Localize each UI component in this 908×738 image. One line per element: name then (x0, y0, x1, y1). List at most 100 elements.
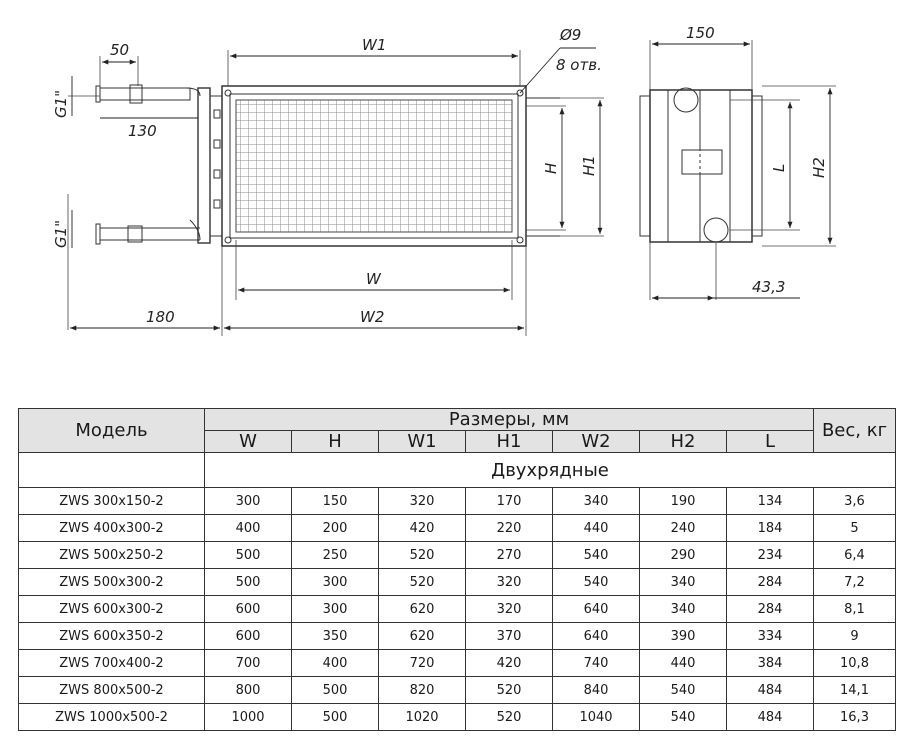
dimension-cell: 540 (639, 676, 727, 704)
dimension-cell: 220 (465, 514, 553, 542)
label-h1: H1 (580, 155, 598, 176)
col-header: H2 (639, 430, 727, 453)
label-l: L (770, 164, 788, 172)
label-w2: W2 (360, 308, 384, 326)
weight-cell: 14,1 (813, 676, 896, 704)
dimension-cell: 1040 (552, 703, 640, 731)
dimension-cell: 540 (552, 568, 640, 596)
dimension-cell: 400 (291, 649, 379, 677)
side-top-pipe (673, 87, 699, 113)
label-h2: H2 (810, 157, 828, 178)
dimension-cell: 170 (465, 487, 553, 515)
dimension-cell: 500 (291, 676, 379, 704)
dimension-cell: 234 (726, 541, 814, 569)
dimension-cell: 420 (378, 514, 466, 542)
dimension-cell: 720 (378, 649, 466, 677)
col-header: W (204, 430, 292, 453)
front-view (67, 47, 604, 336)
dimension-cell: 640 (552, 595, 640, 623)
model-cell: ZWS 500x250-2 (18, 541, 205, 569)
dimension-cell: 340 (639, 595, 727, 623)
model-cell: ZWS 500x300-2 (18, 568, 205, 596)
col-header: W1 (378, 430, 466, 453)
dimension-cell: 190 (639, 487, 727, 515)
weight-cell: 7,2 (813, 568, 896, 596)
dimension-cell: 520 (378, 541, 466, 569)
label-150: 150 (686, 24, 715, 42)
label-hole-count: 8 отв. (556, 56, 602, 74)
weight-cell: 9 (813, 622, 896, 650)
label-50: 50 (110, 41, 129, 59)
label-h: H (542, 163, 560, 174)
label-g1-bottom: G1" (52, 220, 70, 248)
fin-grid (235, 99, 513, 233)
dimension-cell: 620 (378, 595, 466, 623)
model-cell: ZWS 700x400-2 (18, 649, 205, 677)
dimension-cell: 400 (204, 514, 292, 542)
dimension-cell: 300 (204, 487, 292, 515)
dimension-cell: 270 (465, 541, 553, 569)
model-cell: ZWS 600x350-2 (18, 622, 205, 650)
dimension-cell: 700 (204, 649, 292, 677)
dimension-cell: 1000 (204, 703, 292, 731)
dimension-cell: 134 (726, 487, 814, 515)
model-cell: ZWS 400x300-2 (18, 514, 205, 542)
mount-hole (224, 89, 232, 97)
bottom-pipe (100, 227, 200, 241)
dimension-cell: 370 (465, 622, 553, 650)
header-weight: Вес, кг (813, 408, 896, 453)
weight-cell: 5 (813, 514, 896, 542)
dimension-cell: 500 (204, 541, 292, 569)
weight-cell: 3,6 (813, 487, 896, 515)
dimension-cell: 500 (204, 568, 292, 596)
dimension-cell: 440 (639, 649, 727, 677)
label-130: 130 (128, 122, 157, 140)
dimension-cell: 484 (726, 703, 814, 731)
dimension-cell: 620 (378, 622, 466, 650)
dimension-cell: 1020 (378, 703, 466, 731)
dimension-cell: 320 (378, 487, 466, 515)
model-cell: ZWS 1000x500-2 (18, 703, 205, 731)
col-header: H1 (465, 430, 553, 453)
dimension-cell: 250 (291, 541, 379, 569)
collector (197, 87, 211, 244)
dimension-cell: 334 (726, 622, 814, 650)
weight-cell: 10,8 (813, 649, 896, 677)
mount-hole (516, 236, 524, 244)
spec-table: Модель Размеры, мм Вес, кг W H W1 H1 W2 … (18, 408, 896, 731)
dimension-cell: 440 (552, 514, 640, 542)
dimension-cell: 284 (726, 568, 814, 596)
dimension-cell: 520 (378, 568, 466, 596)
dimension-cell: 340 (639, 568, 727, 596)
dimension-cell: 840 (552, 676, 640, 704)
label-hole-diameter: Ø9 (559, 26, 581, 44)
dimension-cell: 600 (204, 622, 292, 650)
header-model: Модель (18, 408, 205, 453)
label-w: W (366, 270, 382, 288)
model-cell: ZWS 600x300-2 (18, 595, 205, 623)
dimension-cell: 350 (291, 622, 379, 650)
dimension-cell: 740 (552, 649, 640, 677)
coil-border (229, 93, 519, 239)
dimension-cell: 340 (552, 487, 640, 515)
dimension-cell: 300 (291, 595, 379, 623)
label-g1-top: G1" (52, 90, 70, 118)
model-cell: ZWS 800x500-2 (18, 676, 205, 704)
side-bottom-pipe (703, 217, 729, 243)
dimension-cell: 200 (291, 514, 379, 542)
weight-cell: 6,4 (813, 541, 896, 569)
col-header: W2 (552, 430, 640, 453)
dimension-cell: 640 (552, 622, 640, 650)
dimension-cell: 390 (639, 622, 727, 650)
dimension-cell: 240 (639, 514, 727, 542)
dimension-cell: 520 (465, 676, 553, 704)
dimension-cell: 520 (465, 703, 553, 731)
dimension-cell: 800 (204, 676, 292, 704)
